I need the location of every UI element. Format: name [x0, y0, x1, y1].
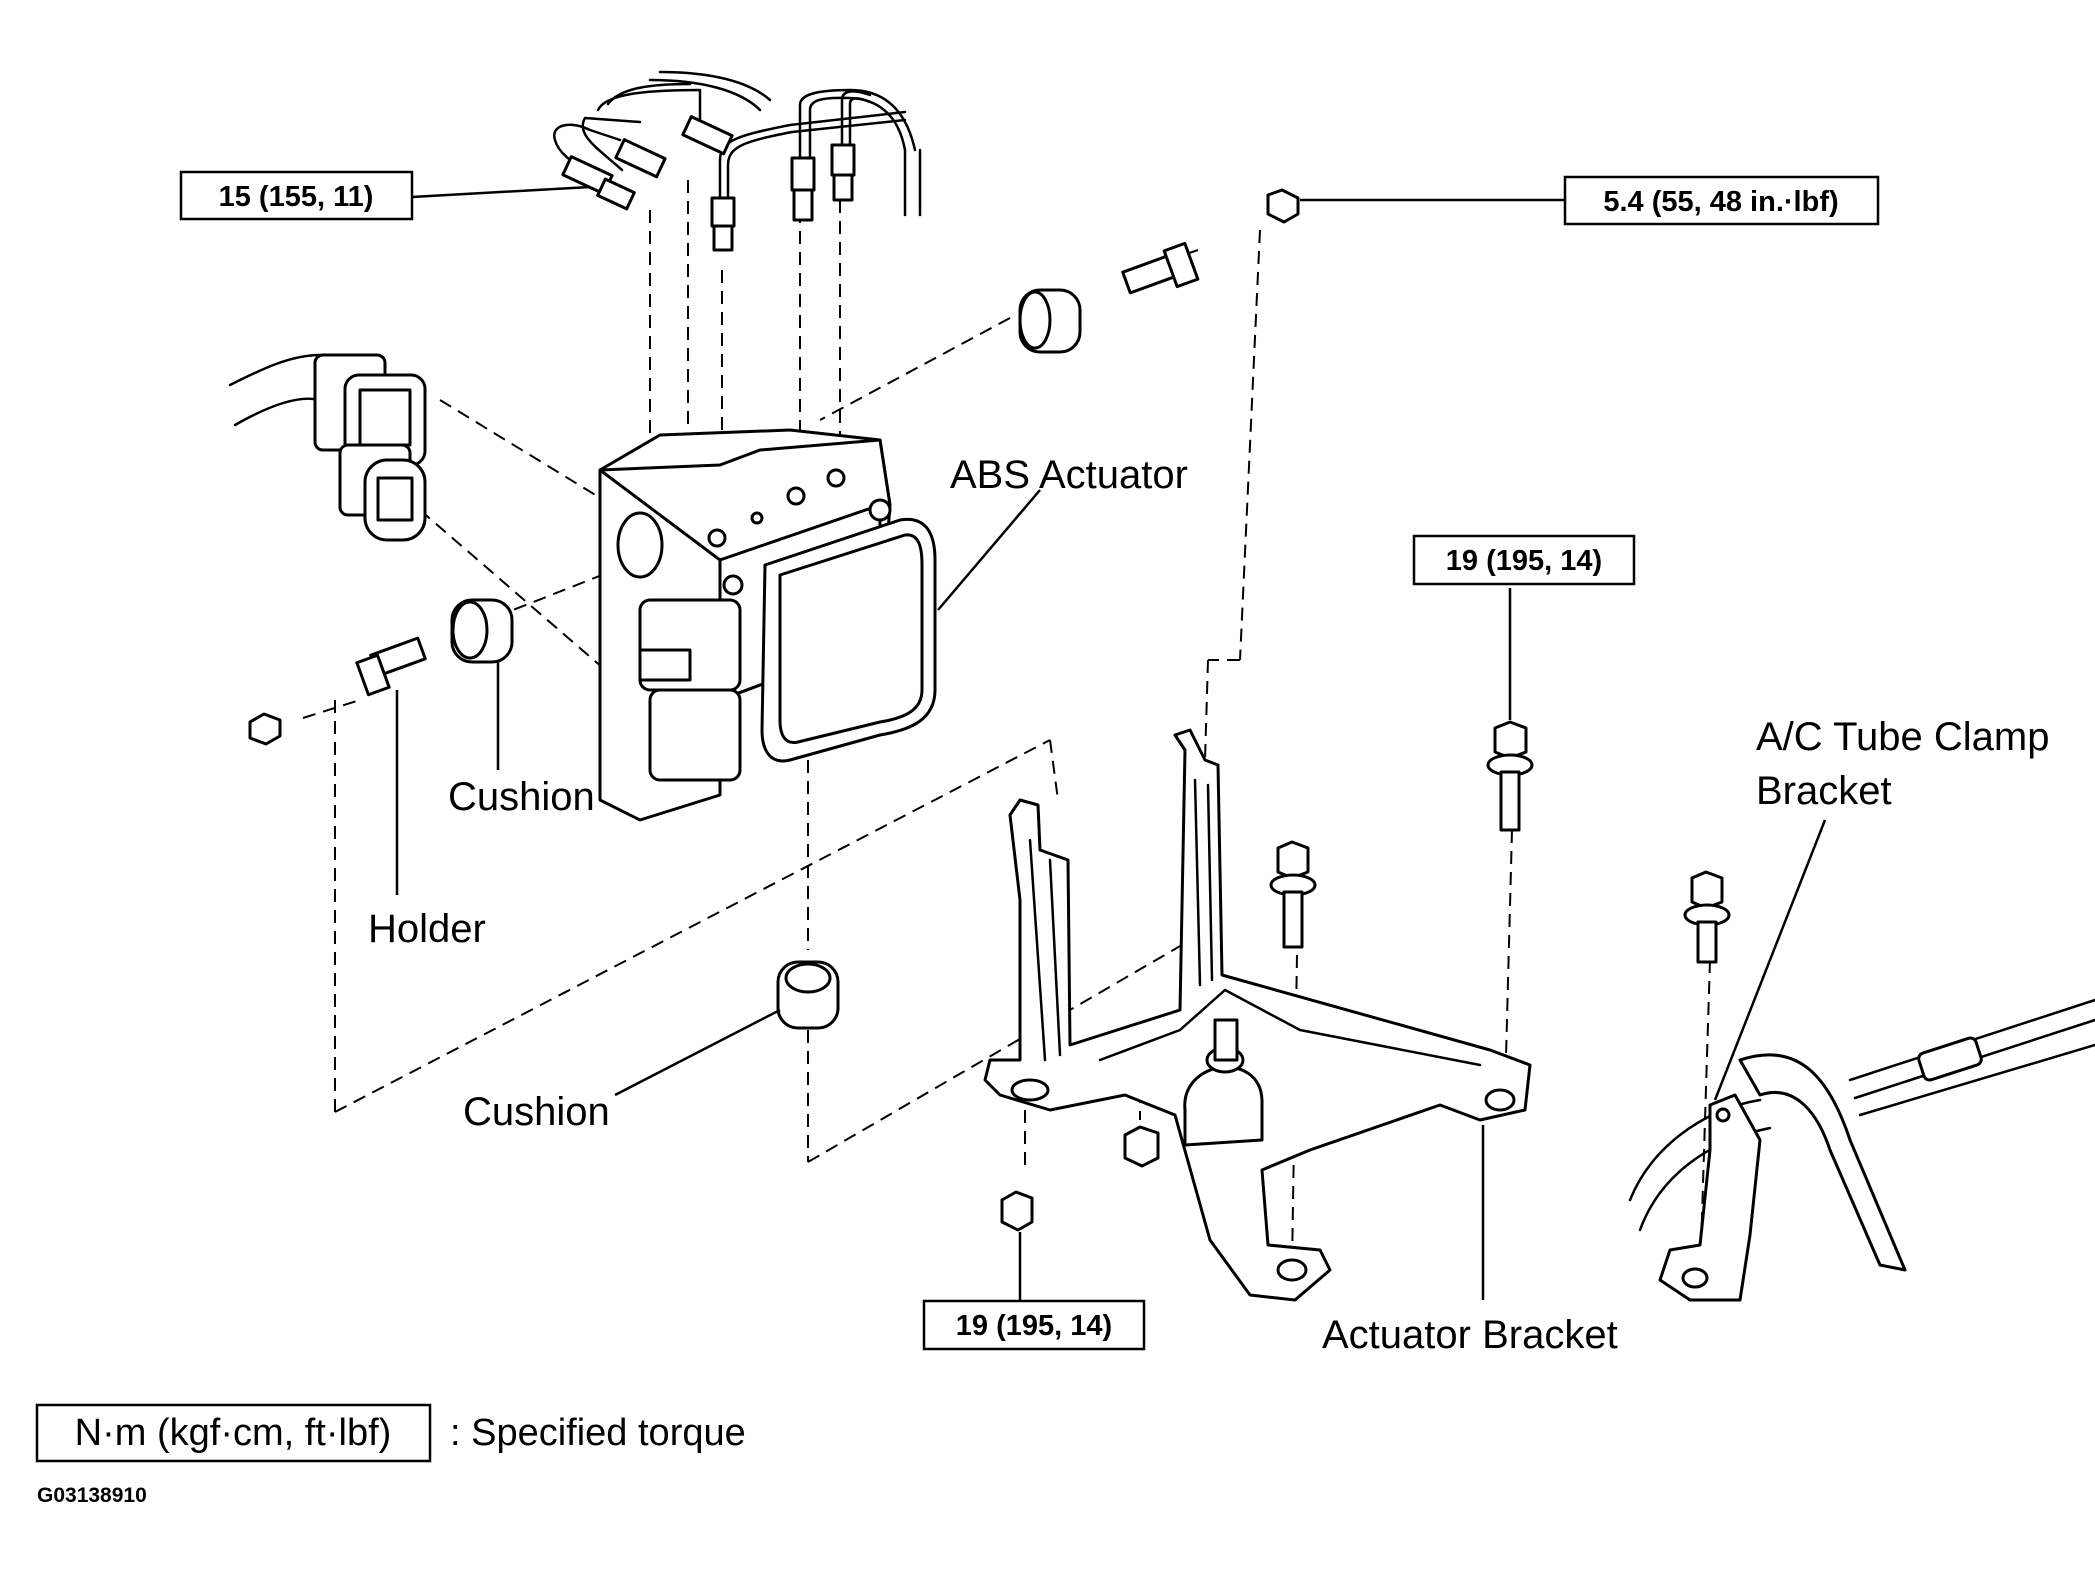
- holder-nut-upper: [1266, 188, 1300, 224]
- label-abs-actuator: ABS Actuator: [950, 453, 1188, 497]
- abs-actuator-unit: [598, 428, 937, 822]
- label-ac-tube-clamp-line1: A/C Tube Clamp: [1756, 715, 2049, 759]
- bracket-nut-middle: [1123, 1125, 1160, 1168]
- actuator-bracket: [983, 720, 1534, 1302]
- torque-callout-holder-nut: 5.4 (55, 48 in.·lbf): [1563, 175, 1880, 226]
- svg-text:19 (195, 14): 19 (195, 14): [956, 1310, 1112, 1342]
- label-cushion-lower: Cushion: [463, 1090, 610, 1134]
- torque-callout-bracket-nut: 19 (195, 14): [922, 1299, 1146, 1351]
- torque-callout-brake-tube: 15 (155, 11): [179, 170, 414, 221]
- ac-tube-clamp-bracket: [1628, 870, 2095, 1302]
- figure-code: G03138910: [37, 1484, 147, 1507]
- clamp-bolt: [1683, 870, 1731, 964]
- torque-callout-bracket-bolt: 19 (195, 14): [1412, 534, 1636, 586]
- bracket-bolt-right: [1486, 720, 1534, 832]
- legend-units: N·m (kgf·cm, ft·lbf): [75, 1412, 392, 1454]
- legend-description: : Specified torque: [450, 1412, 746, 1454]
- bracket-bolt-middle: [1269, 840, 1317, 949]
- holder-nut-lower: [248, 712, 282, 746]
- assembly-dashed-lines: [302, 180, 1711, 1281]
- leader-lines: [395, 185, 1827, 1302]
- mount-hardware: [248, 188, 1300, 1030]
- label-ac-tube-clamp-line2: Bracket: [1756, 769, 1892, 813]
- brake-tubes: [553, 70, 922, 252]
- svg-text:5.4 (55, 48 in.·lbf): 5.4 (55, 48 in.·lbf): [1603, 186, 1838, 218]
- label-holder: Holder: [368, 907, 486, 951]
- svg-text:19 (195, 14): 19 (195, 14): [1446, 545, 1602, 577]
- torque-legend: N·m (kgf·cm, ft·lbf) : Specified torque: [35, 1403, 746, 1463]
- svg-text:15 (155, 11): 15 (155, 11): [219, 181, 374, 213]
- bracket-nut-lower: [1000, 1190, 1034, 1232]
- wire-harness-connectors: [228, 353, 427, 542]
- label-cushion-left: Cushion: [448, 775, 595, 819]
- label-actuator-bracket: Actuator Bracket: [1322, 1313, 1618, 1357]
